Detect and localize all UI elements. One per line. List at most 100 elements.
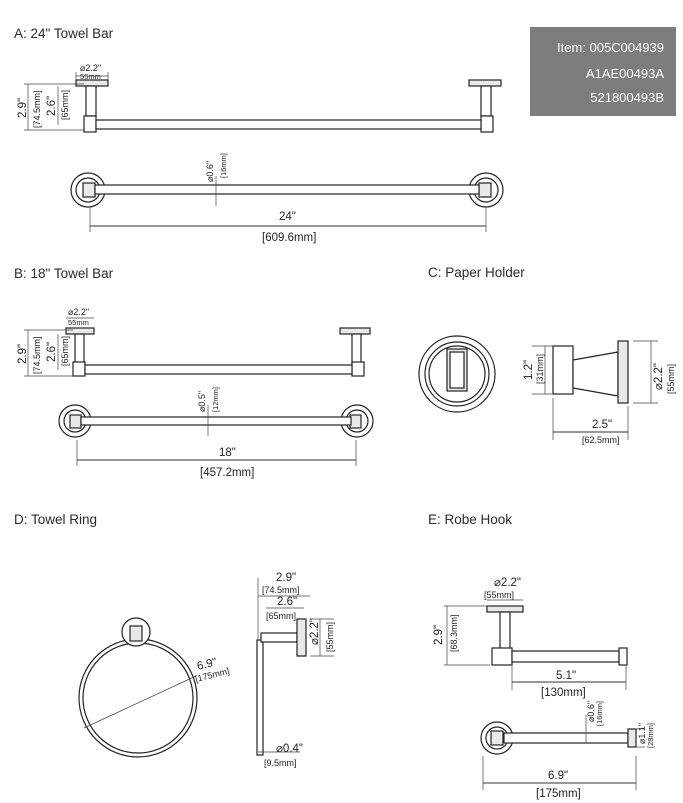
- towel-bar-18-side-view: [65, 327, 371, 377]
- e-height-mm-label: [68.3mm]: [449, 614, 459, 652]
- e-arm-mm-label: [130mm]: [541, 687, 586, 699]
- a-length-in-label: 24": [279, 211, 296, 223]
- left-end-block: [82, 182, 96, 198]
- d-wire-in-label: ⌀0.4": [276, 743, 303, 755]
- e-tip-mm-label: [28mm]: [646, 723, 655, 748]
- d-ring-in-label: 6.9": [196, 656, 218, 673]
- c-mount-mm-label: [55mm]: [666, 364, 676, 394]
- left-post: [74, 333, 85, 365]
- top-bar-rod: [94, 184, 480, 195]
- section-c-title: C: Paper Holder: [428, 265, 525, 280]
- right-end-cap: [351, 361, 365, 377]
- ring-holder: [129, 625, 143, 642]
- robe-hook-top-view: [480, 721, 637, 755]
- section-d-towel-ring: D: Towel Ring 6.9" [175mm] 2.9" [74.5mm]…: [14, 512, 335, 768]
- a-post-mm-label: [65mm]: [60, 90, 70, 120]
- towel-bar-24-side-view: [75, 79, 502, 133]
- e-dia-mm-label: [16mm]: [595, 701, 604, 726]
- a-bar-dia-in-label: ⌀0.6": [205, 161, 215, 182]
- e-length-mm-label: [175mm]: [536, 788, 581, 800]
- a-height-in-label: 2.9": [17, 98, 29, 118]
- d-proj-in-label: 2.9": [276, 572, 296, 584]
- paper-holder-side-view: [552, 340, 629, 404]
- d-post-mm-label: [65mm]: [266, 611, 296, 621]
- right-end-cap: [480, 115, 494, 133]
- arm-end: [552, 345, 574, 395]
- towel-bar-24-top-view: [70, 172, 504, 208]
- b-bar-dia-in-label: ⌀0.5": [197, 391, 207, 412]
- hook-end-cap: [491, 647, 513, 666]
- c-mount-in-label: ⌀2.2": [653, 363, 665, 390]
- side-mount-plate: [617, 340, 629, 404]
- robe-hook-side-view: [486, 605, 628, 666]
- a-height-mm-label: [74.5mm]: [32, 90, 42, 128]
- b-post-in-label: 2.6": [46, 342, 58, 362]
- right-post: [351, 333, 362, 365]
- c-height-in-label: 1.2": [523, 360, 535, 380]
- section-c-paper-holder: C: Paper Holder 1.2" [31mm] ⌀2.2" [55mm]…: [418, 265, 676, 445]
- ring-side-mount: [296, 618, 307, 657]
- hook-arm: [511, 650, 620, 663]
- a-mount-in-label: ⌀2.2": [80, 63, 101, 73]
- b-mount-mm-label: 55mm: [68, 318, 89, 327]
- b-height-in-label: 2.9": [17, 344, 29, 364]
- left-end-block: [69, 414, 82, 429]
- hook-post: [499, 611, 511, 651]
- b-mount-in-label: ⌀2.2": [68, 307, 89, 317]
- arm-body: [572, 351, 619, 397]
- e-tip-in-label: ⌀1.1": [637, 723, 647, 744]
- a-mount-mm-label: 55mm: [80, 72, 101, 81]
- item-number-box: Item: 005C004939 A1AE00493A 521800493B: [530, 27, 676, 116]
- left-end-cap: [83, 115, 97, 133]
- right-post: [480, 85, 492, 117]
- b-height-mm-label: [74.5mm]: [32, 336, 42, 374]
- ring-side-wire: [256, 639, 264, 756]
- b-length-in-label: 18": [219, 447, 236, 459]
- right-end-block: [349, 414, 362, 429]
- top-bar-rod: [80, 416, 352, 426]
- d-mount-in-label: ⌀2.2": [309, 618, 321, 645]
- towel-ring-front-view: [78, 617, 198, 758]
- bar-rod: [84, 364, 353, 375]
- d-proj-mm-label: [74.5mm]: [262, 585, 300, 595]
- left-mount-plate: [65, 327, 95, 335]
- towel-ring-side-view: [256, 618, 307, 756]
- section-e-robe-hook: E: Robe Hook ⌀2.2" [55mm] 2.9" [68.3mm] …: [428, 512, 655, 800]
- a-post-in-label: 2.6": [46, 96, 58, 116]
- d-post-in-label: 2.6": [277, 596, 297, 608]
- item-number-line-1: Item: 005C004939: [557, 40, 664, 55]
- item-number-line-2: A1AE00493A: [585, 66, 664, 81]
- e-dia-in-label: ⌀0.6": [586, 701, 596, 722]
- e-arm-in-label: 5.1": [556, 670, 576, 682]
- right-mount-plate: [339, 327, 371, 335]
- b-bar-dia-mm-label: [12mm]: [211, 387, 220, 412]
- ring-inner: [82, 642, 194, 754]
- holder-arm-face: [449, 351, 465, 389]
- d-wire-mm-label: [9.5mm]: [264, 758, 297, 768]
- section-b-title: B: 18" Towel Bar: [14, 266, 114, 281]
- ring-outer: [78, 638, 198, 758]
- hook-mount-plate: [486, 605, 524, 613]
- top-tip: [627, 728, 637, 748]
- e-mount-mm-label: [55mm]: [484, 590, 514, 600]
- c-height-mm-label: [31mm]: [535, 354, 545, 384]
- b-post-mm-label: [65mm]: [60, 336, 70, 366]
- left-post: [85, 85, 97, 117]
- e-height-in-label: 2.9": [433, 625, 445, 645]
- section-e-title: E: Robe Hook: [428, 512, 512, 527]
- e-mount-in-label: ⌀2.2": [494, 577, 521, 589]
- top-holder: [490, 730, 504, 746]
- section-a-24in-towel-bar: A: 24" Towel Bar ⌀2.2" 55mm 2.9" [74.5mm…: [14, 26, 504, 244]
- right-mount-plate: [468, 79, 502, 87]
- right-end-block: [478, 182, 492, 198]
- c-depth-in-label: 2.5": [592, 419, 612, 431]
- c-depth-mm-label: [62.5mm]: [582, 435, 620, 445]
- item-number-line-3: 521800493B: [590, 90, 664, 105]
- a-length-mm-label: [609.6mm]: [262, 232, 316, 244]
- a-bar-dia-mm-label: [16mm]: [219, 153, 228, 178]
- d-mount-mm-label: [55mm]: [325, 622, 335, 652]
- e-length-in-label: 6.9": [548, 770, 568, 782]
- bar-rod: [95, 119, 482, 130]
- section-b-18in-towel-bar: B: 18" Towel Bar ⌀2.2" 55mm 2.9" [74.5mm…: [14, 266, 374, 479]
